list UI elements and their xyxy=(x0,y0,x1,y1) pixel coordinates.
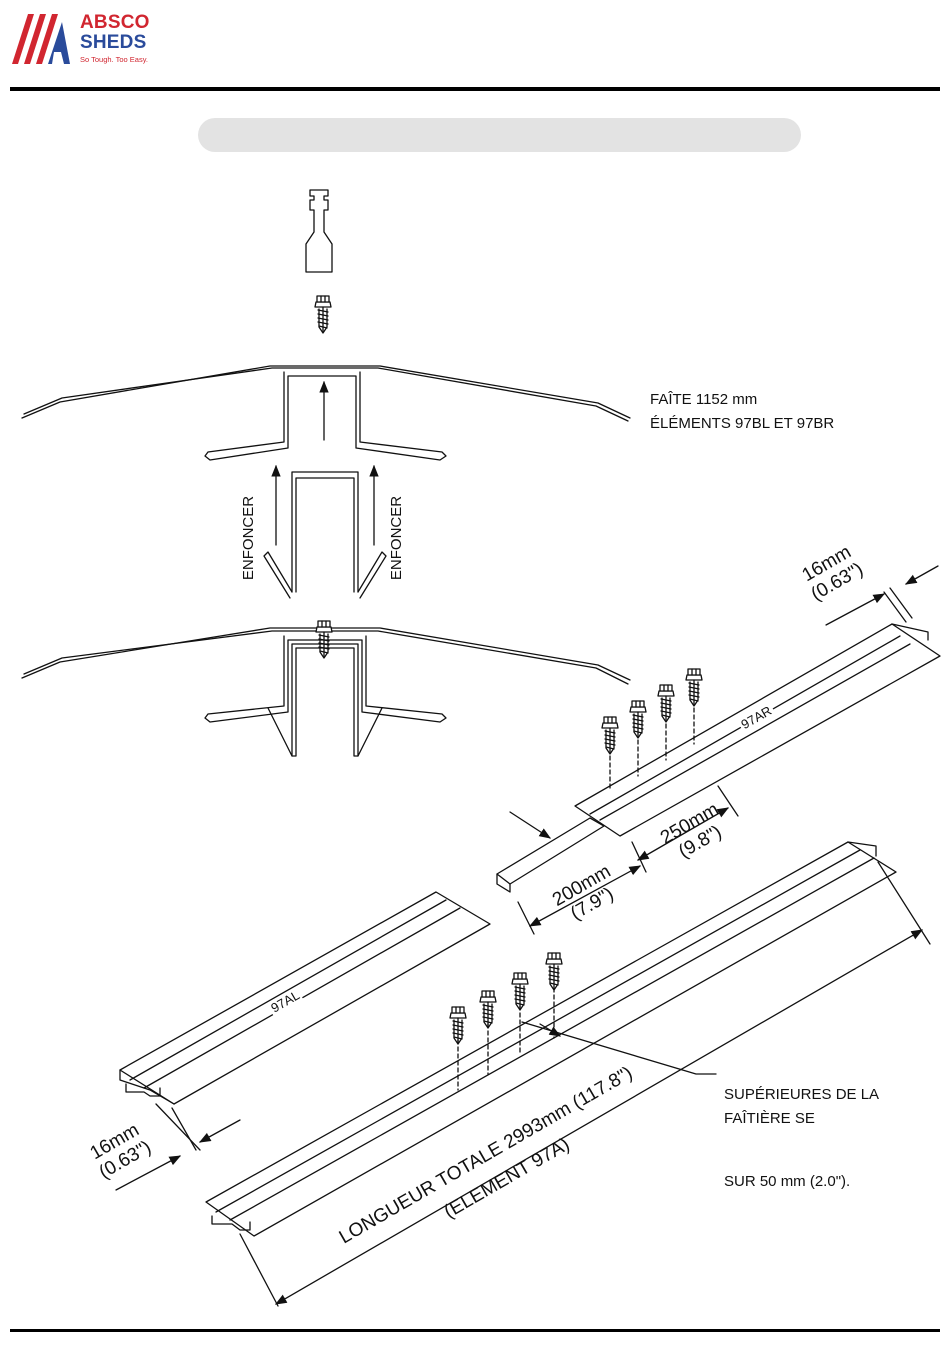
u-bracket xyxy=(264,466,386,598)
ridge-cap-top xyxy=(22,366,630,460)
ridge-section-97ar xyxy=(497,624,940,892)
ridge-section-97al xyxy=(116,892,490,1190)
screw-icon xyxy=(315,296,331,333)
push-label-left: ENFONCER xyxy=(240,493,258,583)
overlap-note-line3: SUR 50 mm (2.0"). xyxy=(724,1173,850,1191)
overlap-note-line1: SUPÉRIEURES DE LA xyxy=(724,1086,879,1104)
driver-bit-icon xyxy=(306,190,332,272)
footer-divider xyxy=(10,1329,940,1332)
overlap-note-line2: FAÎTIÈRE SE xyxy=(724,1110,815,1128)
ridge-label-line2: ÉLÉMENTS 97BL ET 97BR xyxy=(650,415,834,433)
push-label-right: ENFONCER xyxy=(388,493,406,583)
ridge-cap-assembled xyxy=(22,621,630,756)
ridge-label-line1: FAÎTE 1152 mm xyxy=(650,391,757,409)
